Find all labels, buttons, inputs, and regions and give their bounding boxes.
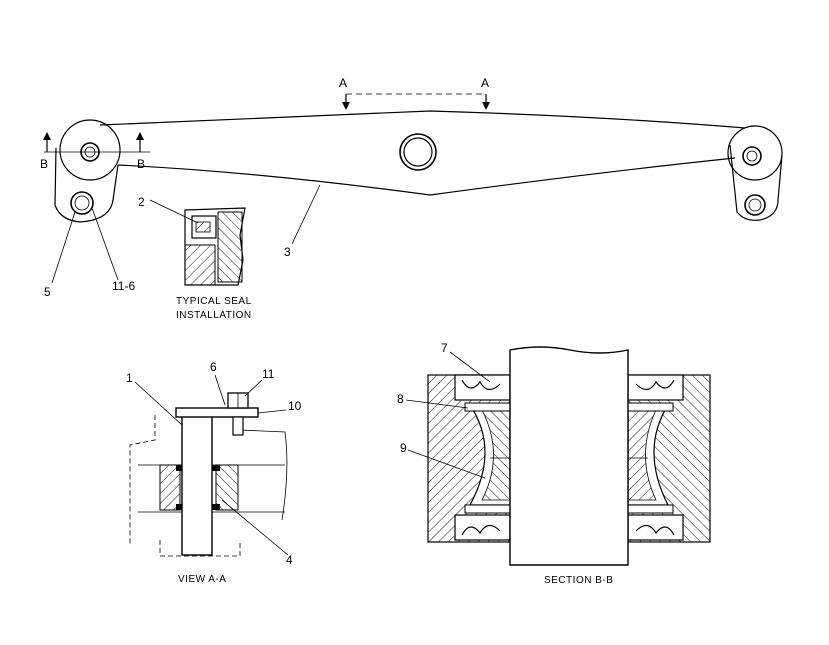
callout-4: 4 xyxy=(286,553,293,567)
section-bb-detail: 7 8 9 SECTION B-B xyxy=(397,341,711,586)
left-end-boss xyxy=(59,119,121,181)
callout-5: 5 xyxy=(44,285,51,299)
right-pin-circle xyxy=(742,146,762,166)
typical-seal-detail: 2 TYPICAL SEAL INSTALLATION xyxy=(138,195,252,321)
callout-7: 7 xyxy=(441,341,448,355)
view-aa-detail: 1 6 11 10 4 VIEW A-A xyxy=(126,360,302,585)
callout-9: 9 xyxy=(400,441,407,455)
section-bb-pin xyxy=(509,346,629,566)
section-a-right-label: A xyxy=(481,76,489,90)
callout-8: 8 xyxy=(397,392,404,406)
view-aa-pin xyxy=(181,414,213,556)
section-bb-caption: SECTION B-B xyxy=(544,575,613,586)
equalizer-bar xyxy=(54,110,783,223)
typical-seal-caption-line2: INSTALLATION xyxy=(176,310,252,321)
center-pivot xyxy=(399,133,437,171)
callout-6: 6 xyxy=(210,360,217,374)
view-aa-caption: VIEW A-A xyxy=(178,574,226,585)
callout-11: 11 xyxy=(262,367,275,381)
callout-10: 10 xyxy=(288,399,302,413)
section-a-left-label: A xyxy=(339,76,347,90)
section-aa-marker: A A xyxy=(339,76,490,110)
right-lower-pin xyxy=(744,194,766,216)
callout-3: 3 xyxy=(284,245,291,259)
callout-2: 2 xyxy=(138,195,145,209)
section-bb-marker: B B xyxy=(40,132,150,171)
callout-11-6: 11-6 xyxy=(112,279,135,293)
section-b-left-label: B xyxy=(40,157,48,171)
section-b-right-label: B xyxy=(137,157,145,171)
left-lower-pin xyxy=(70,191,94,215)
callout-1: 1 xyxy=(126,371,133,385)
right-end-boss xyxy=(727,125,783,181)
typical-seal-caption-line1: TYPICAL SEAL xyxy=(176,296,252,307)
view-aa-plate xyxy=(175,407,259,418)
